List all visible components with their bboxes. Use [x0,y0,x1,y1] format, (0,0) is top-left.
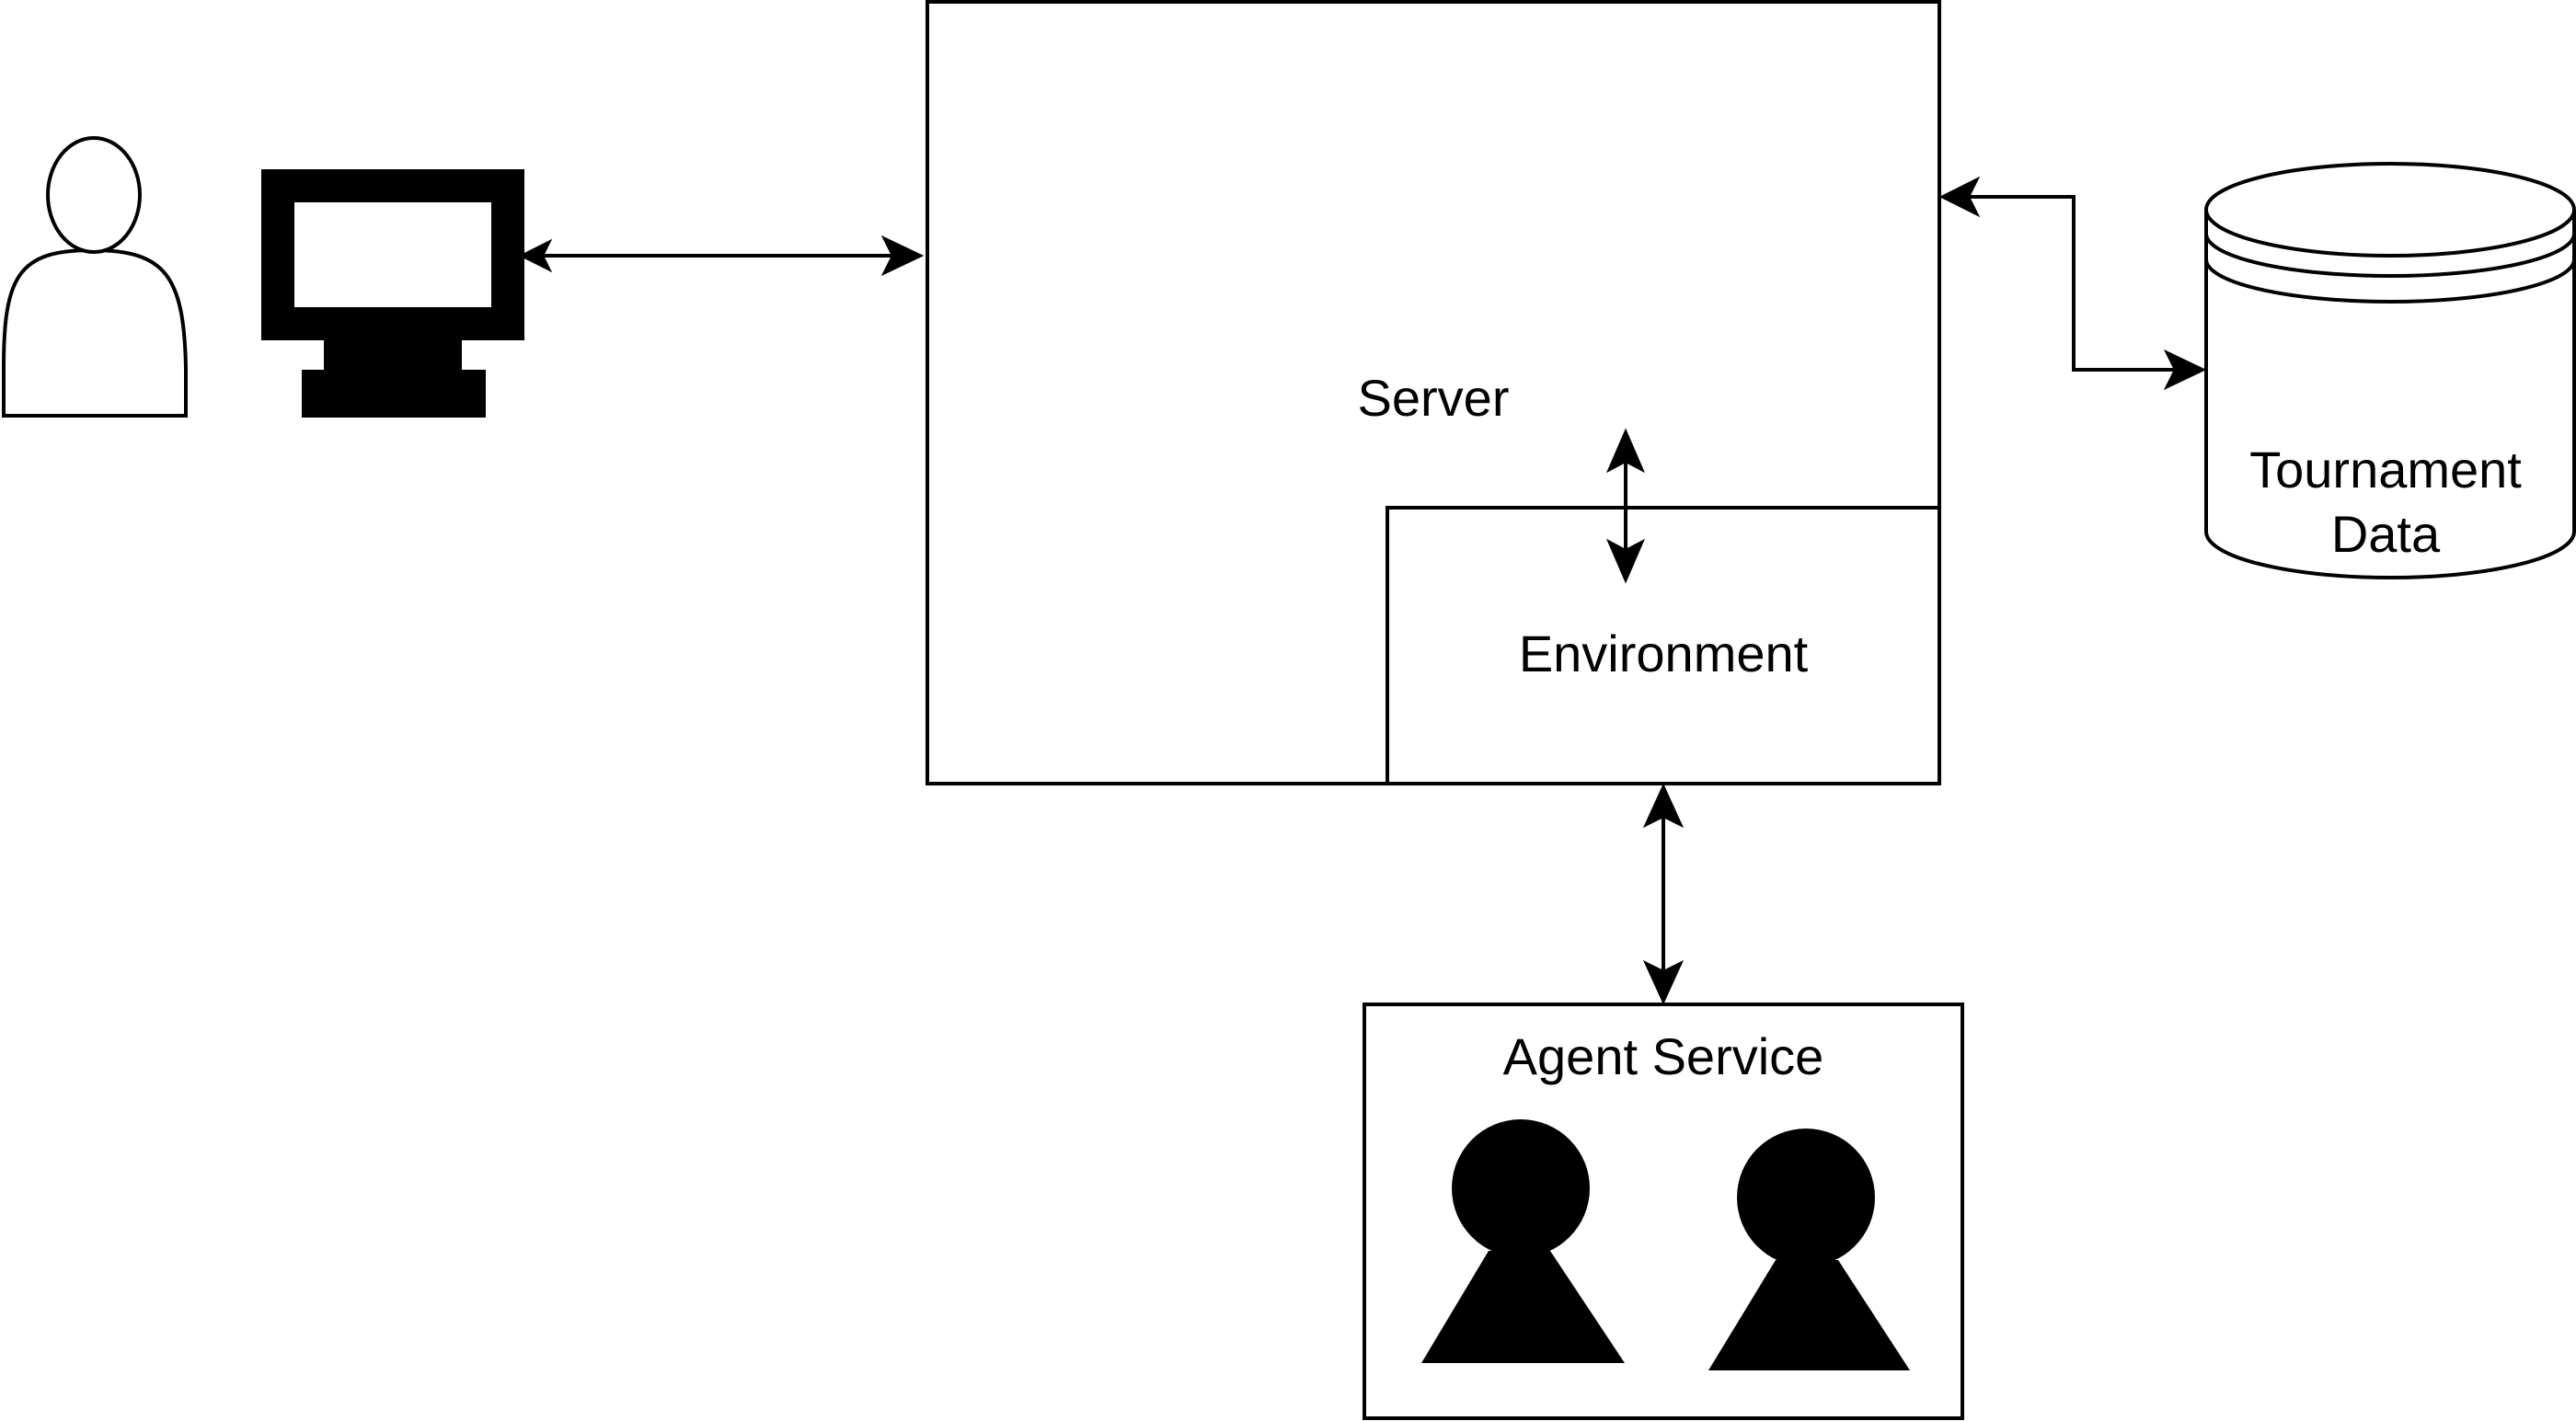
arrowhead [1605,538,1646,584]
arrowhead [2163,349,2207,391]
edge-environment-agent-service [1642,783,1685,1005]
server-label: Server [1358,369,1510,427]
edge-server-database [1938,176,2207,391]
database-label-line2: Data [2331,505,2441,563]
environment-box [1386,506,1941,785]
arrowhead [1642,783,1685,829]
edge-computer-server [518,235,925,277]
agent-pawn-icon [1421,1119,1625,1363]
agent-service-label: Agent Service [1503,1027,1824,1085]
database-label-line1: Tournament [2249,441,2522,498]
user-icon [1,136,188,418]
environment-label: Environment [1519,625,1809,682]
arrowhead [518,238,553,273]
computer-monitor-icon [261,169,524,418]
arrowhead [1938,176,1981,218]
database-cylinder-icon [2204,162,2576,579]
arrowhead [1642,959,1685,1005]
agent-pawn-icon [1708,1129,1910,1370]
arrowhead [1605,428,1646,474]
edge-server-environment [1605,428,1646,584]
arrowhead [880,235,925,277]
